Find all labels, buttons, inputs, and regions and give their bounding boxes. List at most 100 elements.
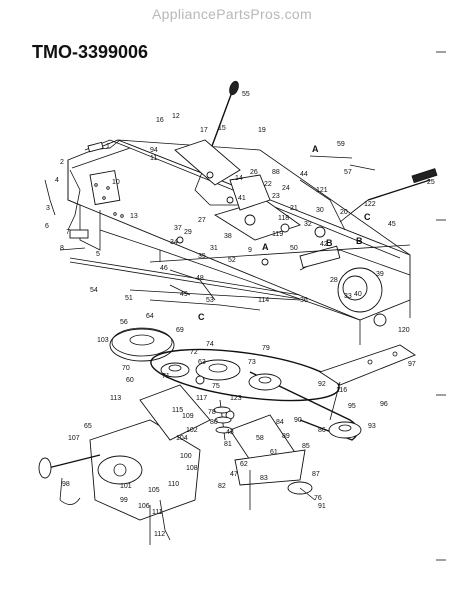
callout: 120 [398,327,410,334]
binder-marks [436,51,446,561]
callout: 54 [90,287,98,294]
view-letter-b: B [356,236,363,246]
callout: 11 [150,155,157,162]
callout: 51 [125,295,133,302]
callout: 49 [180,291,188,298]
brake-assembly [195,375,316,510]
callout: 21 [290,205,298,212]
callout: 2 [60,159,64,166]
callout: 76 [314,495,322,502]
callout: 109 [182,413,194,420]
callout: 82 [218,483,226,490]
callout: 115 [172,407,183,414]
callout: 13 [130,213,138,220]
callout: 16 [156,117,164,124]
callout: 23 [272,193,280,200]
callout: 64 [146,313,154,320]
callout-labels: 55 59 57 25 16 12 15 19 94 11 17 1 2 4 3… [45,91,435,538]
callout: 30 [316,207,324,214]
callout: 22 [264,181,272,188]
view-letter-c: C [198,312,205,322]
callout: 78 [208,409,216,416]
callout: 1 [106,143,110,150]
callout: 6 [45,223,49,230]
callout: 89 [282,433,290,440]
view-letter-a: A [262,242,269,252]
callout: 118 [278,215,289,222]
callout: 47 [230,471,238,478]
callout: 55 [242,91,250,98]
callout: 50 [290,245,298,252]
callout: 48 [196,275,204,282]
callout: 73 [248,359,256,366]
callout: 79 [262,345,270,352]
callout: 57 [344,169,352,176]
model-number: TMO-3399006 [32,42,149,62]
callout: 46 [160,265,168,272]
view-letter-b: B [326,238,333,248]
center-brackets [169,139,346,301]
callout: 42 [320,241,328,248]
callout: 44 [300,171,308,178]
callout: 25 [427,179,435,186]
callout: 45 [388,221,396,228]
callout: 91 [318,503,326,510]
callout: 83 [260,475,268,482]
callout: 31 [210,245,218,252]
callout: 108 [186,465,198,472]
callout: 81 [224,441,232,448]
callout: 52 [228,257,236,264]
callout: 85 [302,443,310,450]
callout: 93 [368,423,376,430]
callout: 87 [312,471,320,478]
callout: 75 [212,383,220,390]
callout: 24 [282,185,290,192]
callout: 37 [174,225,182,232]
callout: 104 [176,435,188,442]
callout: 96 [380,401,388,408]
callout: 92 [318,381,326,388]
callout: 114 [258,297,269,304]
callout: 17 [200,127,208,134]
callout: 95 [348,403,356,410]
callout: 101 [120,483,132,490]
callout: 40 [354,291,362,298]
callout: 88 [272,169,280,176]
drive-belt [150,348,362,441]
callout: 15 [218,125,226,132]
callout: 113 [110,395,121,402]
callout: 72 [190,349,198,356]
view-letter-a: A [312,144,319,154]
linkage-rods [69,139,411,311]
engine-pulley [109,327,190,378]
left-front-parts [44,139,131,251]
callout: 122 [364,201,376,208]
callout: 70 [122,365,130,372]
callout: 123 [230,395,242,402]
callout: 116 [336,387,347,394]
callout: 7 [66,229,70,236]
view-letter-c: C [364,212,371,222]
callout: 80 [210,419,218,426]
callout: 19 [258,127,266,134]
callout: 112 [154,531,165,538]
callout: 74 [206,341,214,348]
callout: 3 [46,205,50,212]
callout: 5 [96,251,100,258]
callout: 39 [376,271,384,278]
callout: 60 [126,377,134,384]
callout: 65 [84,423,92,430]
callout: 102 [186,427,198,434]
callout: 69 [176,327,184,334]
callout: 121 [316,187,328,194]
bottom-shaft [213,399,233,441]
callout: 12 [172,113,180,120]
callout: 20 [340,209,348,216]
view-letters: A B C A B C [198,144,371,322]
callout: 8 [60,245,64,252]
callout: 110 [168,481,179,488]
callout: 61 [270,449,278,456]
callout: 35 [198,253,206,260]
callout: 71 [162,373,170,380]
lift-handle [339,168,438,223]
